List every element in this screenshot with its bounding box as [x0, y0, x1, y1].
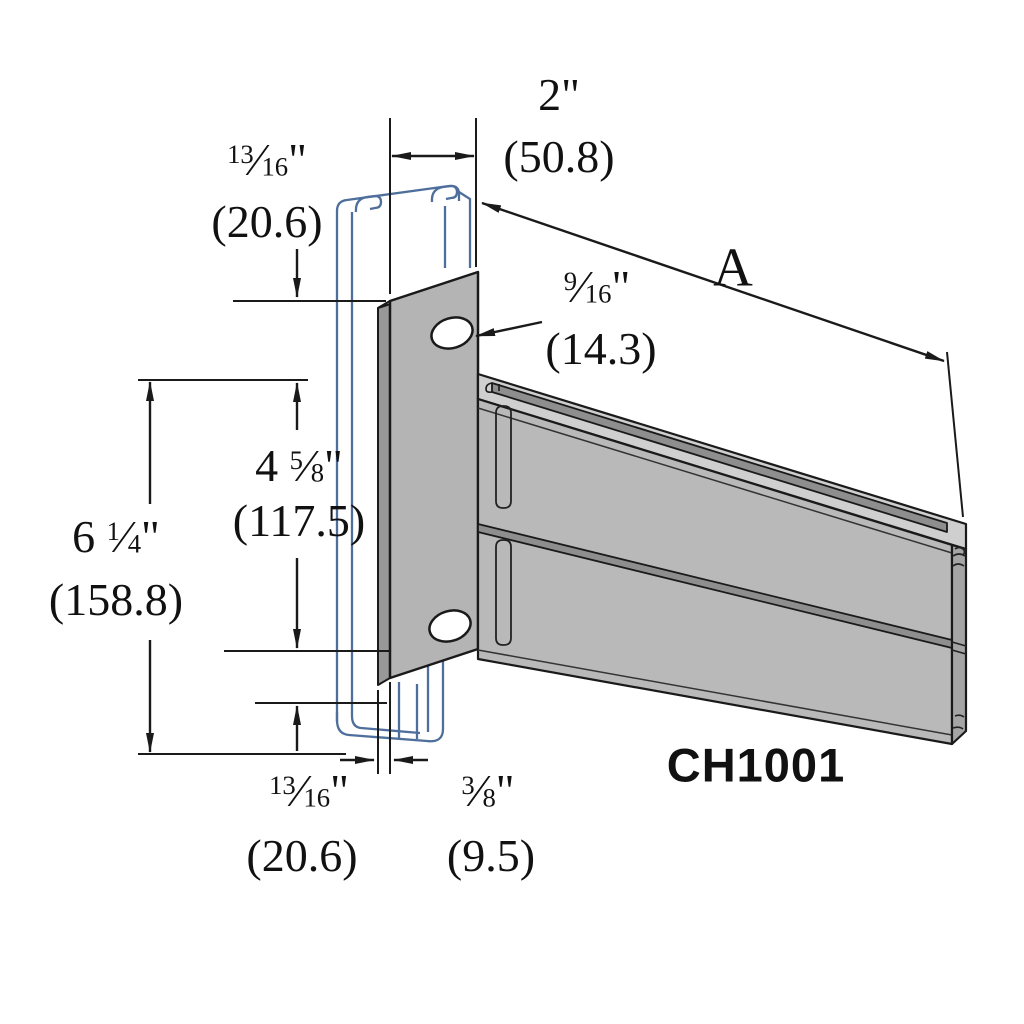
- label-part-number: CH1001: [666, 738, 846, 792]
- cantilever-arm: [476, 372, 968, 746]
- mounting-plate: [377, 270, 480, 686]
- strut-channel-lip-left: [354, 194, 383, 213]
- dimension-arrows: [146, 152, 945, 764]
- arm-left-end-slot-lower: [495, 539, 512, 646]
- strut-channel-right-wall: [458, 191, 472, 268]
- arm-slot-end-curl: [485, 382, 500, 393]
- label-height-inch: 6 1⁄4": [72, 511, 160, 562]
- dimension-extension-lines: [138, 118, 964, 774]
- bolt-hole-bottom: [428, 609, 472, 643]
- label-hole-spacing-inch: 4 5⁄8": [255, 440, 343, 491]
- label-bottom-offset-mm: (20.6): [246, 830, 358, 881]
- arm-left-end-slot-upper: [495, 405, 512, 509]
- label-width-inch: 2": [538, 69, 580, 120]
- label-hole-dia-mm: (14.3): [545, 323, 657, 374]
- label-hole-dia-inch: 9⁄16": [563, 261, 631, 312]
- arm-top-edge-line: [477, 407, 953, 554]
- arm-top-slot: [491, 382, 948, 533]
- dim-length-A-arrow: [481, 201, 945, 363]
- label-length-A: A: [713, 236, 753, 298]
- strut-channel-lip-right: [430, 184, 459, 203]
- hole-diameter-leader-arrow: [475, 320, 543, 338]
- bolt-hole-top: [430, 316, 474, 350]
- label-hole-spacing-mm: (117.5): [232, 495, 366, 546]
- strut-channel-inner-wall: [350, 212, 421, 735]
- label-height-mm: (158.8): [48, 574, 184, 625]
- label-thickness-inch: 3⁄8": [461, 765, 515, 816]
- strut-channel-left-wall: [335, 184, 461, 722]
- ext-length-A: [946, 351, 964, 518]
- label-top-offset-inch: 13⁄16": [227, 134, 307, 185]
- strut-channel-bottom: [335, 659, 445, 743]
- label-bottom-offset-inch: 13⁄16": [269, 765, 349, 816]
- arm-bottom-edge-line: [477, 649, 953, 736]
- label-thickness-mm: (9.5): [446, 830, 536, 881]
- label-width-mm: (50.8): [503, 131, 615, 182]
- mounting-plate-side-face: [377, 300, 391, 686]
- arm-end-cap-lip-curls: [951, 546, 967, 730]
- label-top-offset-mm: (20.6): [211, 196, 323, 247]
- strut-channel-outline: [335, 184, 472, 743]
